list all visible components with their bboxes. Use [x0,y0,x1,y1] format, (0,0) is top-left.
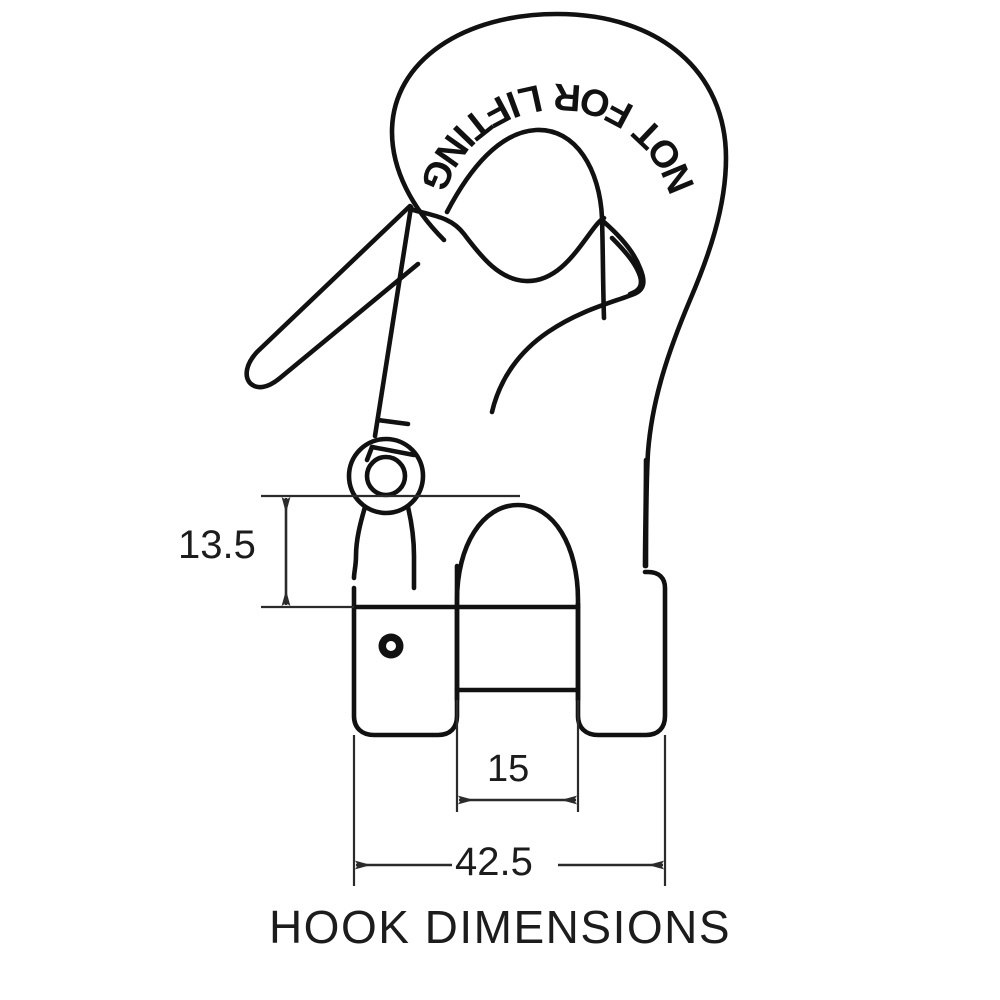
hook-throat-profile [444,127,607,321]
pivot-neck-left [351,504,368,581]
clevis-left-prong [351,563,460,738]
pivot-neck-right [405,504,417,591]
hook-shank-right-edge [642,457,649,569]
pivot-boss-outer [346,436,426,516]
dimension-label-13-5: 13.5 [178,523,256,567]
clevis-slot-arch [454,502,581,703]
hook-inner-cusp [408,205,607,284]
safety-latch-outline [244,203,421,390]
pivot-boss-bore [364,454,408,498]
latch-spine [372,204,414,439]
clevis-pin-hole [378,633,404,659]
dimension-label-15: 15 [487,748,530,790]
latch-finger-upper [375,417,411,427]
dimension-label-42-5: 42.5 [455,840,533,884]
dimension-lines-group [261,494,667,886]
svg-text:NOT FOR LIFTING: NOT FOR LIFTING [411,74,704,199]
hook-beak-inner-contour [609,235,644,297]
stamp-text-path: NOT FOR LIFTING [411,74,701,199]
clevis-right-prong [575,569,668,738]
not-for-lifting-stamp: NOT FOR LIFTING [411,74,704,199]
latch-finger-stem [364,444,375,463]
hook-beak-flank [489,219,646,415]
hook-outer-profile [389,11,729,569]
latch-finger-lower [369,444,417,458]
figure-caption: HOOK DIMENSIONS [268,901,732,953]
